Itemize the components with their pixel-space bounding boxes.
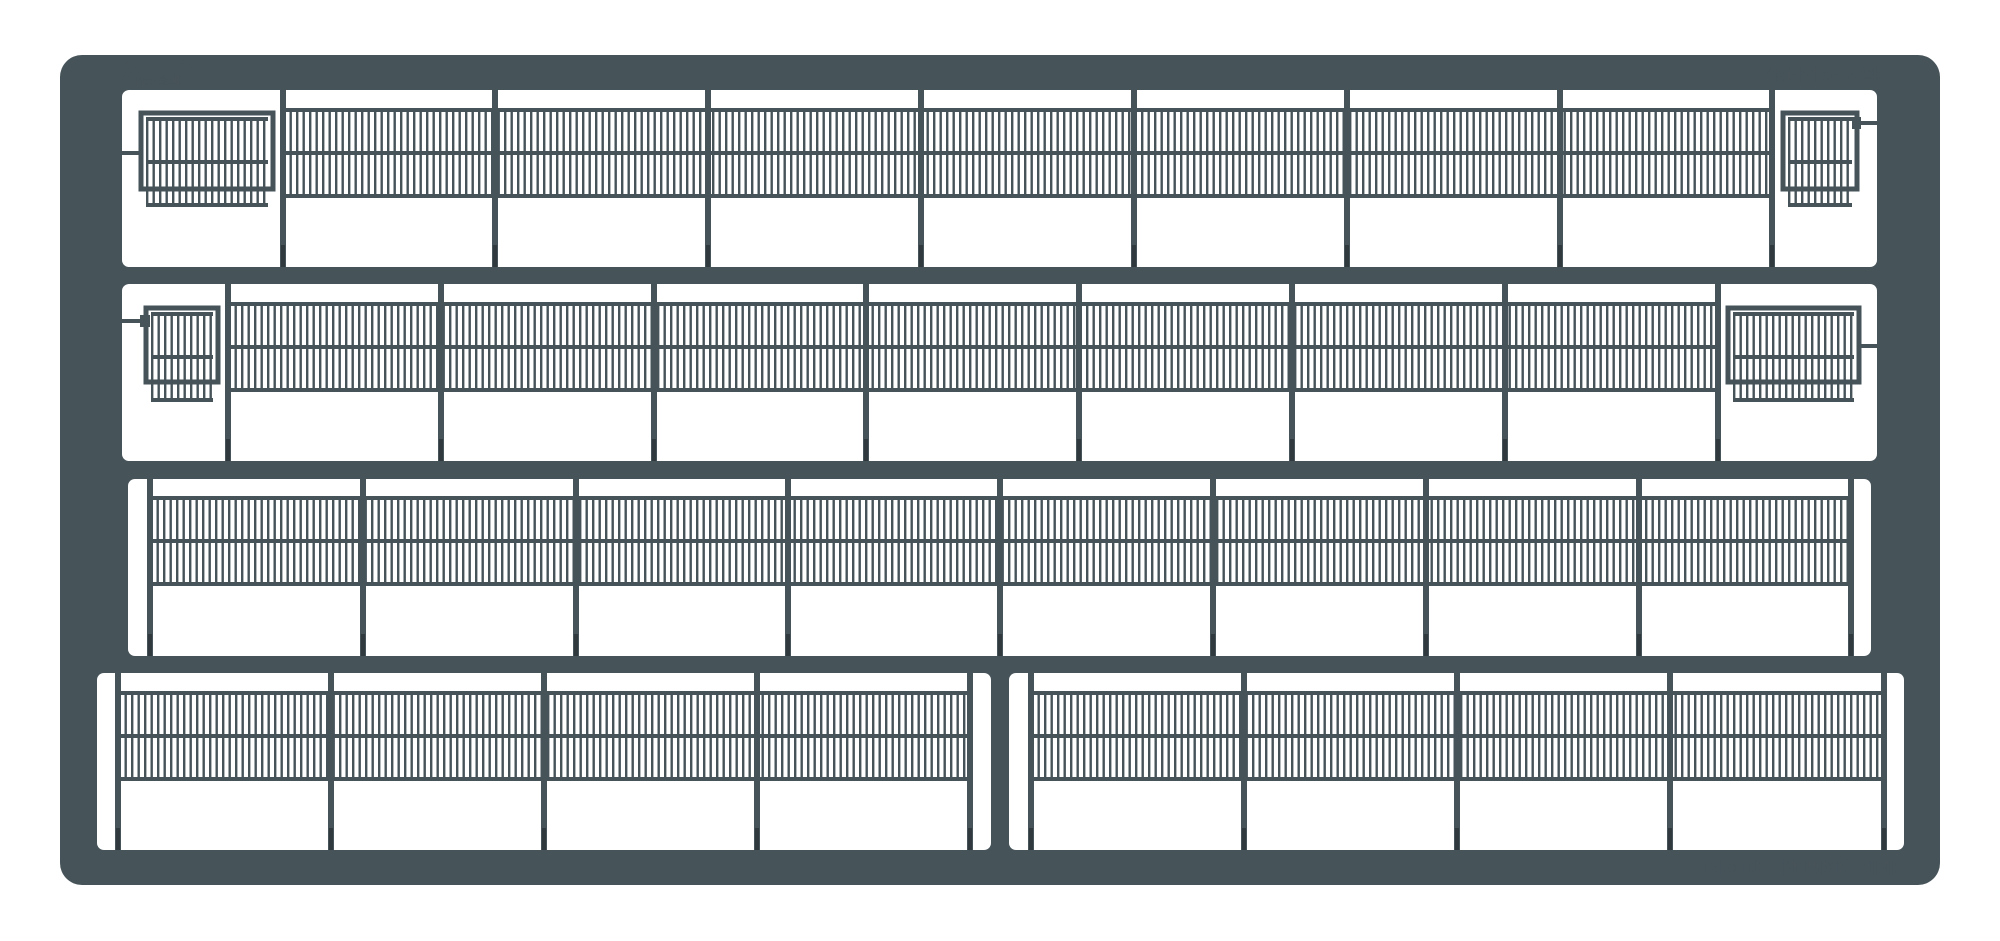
zmodell-logo-icon: Z modell <box>120 54 196 90</box>
row1-sprue-right <box>1857 121 1877 125</box>
row3-post-tip-2 <box>361 634 365 656</box>
row3-post-tip-7 <box>1424 634 1428 656</box>
row4-left-mesh <box>118 691 972 781</box>
row3-post-9 <box>1848 479 1854 656</box>
row2-post-tip-8 <box>1716 439 1720 461</box>
row2-post-4 <box>863 284 869 461</box>
row1-post-6 <box>1344 90 1350 267</box>
row4-right-post-tip-1 <box>1029 828 1033 850</box>
row2-tab-left <box>140 315 150 327</box>
row3-post-2 <box>360 479 366 656</box>
row3-post-6 <box>1210 479 1216 656</box>
row3-post-tip-8 <box>1637 634 1641 656</box>
row1-post-7 <box>1557 90 1563 267</box>
row4-left-post-3 <box>541 673 547 850</box>
row4-left-post-1 <box>115 673 121 850</box>
row2-gate-left-frame <box>143 305 221 385</box>
row2-post-1 <box>225 284 231 461</box>
row3-post-tip-9 <box>1849 634 1853 656</box>
row1-sprue-left <box>122 151 142 155</box>
row2-sprue-right <box>1859 344 1877 348</box>
row3-post-5 <box>997 479 1003 656</box>
row1-post-5 <box>1131 90 1137 267</box>
row3-post-7 <box>1423 479 1429 656</box>
row2-post-2 <box>438 284 444 461</box>
row1-post-tip-6 <box>1345 245 1349 267</box>
row2-post-7 <box>1502 284 1508 461</box>
row1-post-tip-1 <box>281 245 285 267</box>
row1-tab-right <box>1852 117 1861 129</box>
row1-post-tip-8 <box>1770 245 1774 267</box>
row3-post-8 <box>1636 479 1642 656</box>
row4-left-post-tip-3 <box>542 828 546 850</box>
row1-post-8 <box>1769 90 1775 267</box>
row2-post-tip-6 <box>1290 439 1294 461</box>
row2-post-tip-3 <box>652 439 656 461</box>
row4-right-post-tip-3 <box>1455 828 1459 850</box>
row2-post-tip-4 <box>864 439 868 461</box>
row4-right-post-4 <box>1667 673 1673 850</box>
row2-post-5 <box>1076 284 1082 461</box>
row3-post-1 <box>147 479 153 656</box>
row1-gate-right-frame <box>1780 110 1860 192</box>
row2-gate-left-mesh <box>151 312 213 402</box>
row2-post-tip-1 <box>226 439 230 461</box>
row1-post-tip-4 <box>919 245 923 267</box>
row1-post-tip-7 <box>1558 245 1562 267</box>
row3-post-tip-4 <box>786 634 790 656</box>
row1-post-tip-2 <box>493 245 497 267</box>
row2-post-8 <box>1715 284 1721 461</box>
row3-post-tip-1 <box>148 634 152 656</box>
row4-right-post-tip-2 <box>1242 828 1246 850</box>
row4-right-post-2 <box>1241 673 1247 850</box>
row4-right-post-1 <box>1028 673 1034 850</box>
row1-gate-left-mesh <box>146 117 268 207</box>
row1-post-1 <box>280 90 286 267</box>
row4-left-post-5 <box>967 673 973 850</box>
row2-sprue-left <box>122 319 146 323</box>
row1-gate-right-mesh <box>1788 117 1852 207</box>
row3-post-tip-3 <box>574 634 578 656</box>
row2-post-tip-2 <box>439 439 443 461</box>
row3-post-tip-5 <box>998 634 1002 656</box>
row4-right-post-tip-5 <box>1882 828 1886 850</box>
logo-arc-icon <box>168 60 193 87</box>
row4-right-post-5 <box>1881 673 1887 850</box>
row4-left-post-tip-1 <box>116 828 120 850</box>
logo-letter: Z <box>122 54 141 87</box>
row2-post-6 <box>1289 284 1295 461</box>
origin-label: MADE IN UKRAINE <box>1703 855 1906 880</box>
row1-post-tip-3 <box>706 245 710 267</box>
row4-right-post-3 <box>1454 673 1460 850</box>
row4-left-post-tip-5 <box>968 828 972 850</box>
row4-right-post-tip-4 <box>1668 828 1672 850</box>
row4-left-post-tip-4 <box>755 828 759 850</box>
row4-left-post-2 <box>328 673 334 850</box>
row4-left-post-tip-2 <box>329 828 333 850</box>
row2-mesh <box>228 302 1719 392</box>
row4-left-post-4 <box>754 673 760 850</box>
row1-post-3 <box>705 90 711 267</box>
row1-post-4 <box>918 90 924 267</box>
row3-post-tip-6 <box>1211 634 1215 656</box>
row3-post-3 <box>573 479 579 656</box>
row2-post-tip-5 <box>1077 439 1081 461</box>
row2-post-3 <box>651 284 657 461</box>
row1-post-tip-5 <box>1132 245 1136 267</box>
row2-post-tip-7 <box>1503 439 1507 461</box>
product-code: ZM-MS-024 <box>1758 62 1879 87</box>
row1-post-2 <box>492 90 498 267</box>
row3-post-4 <box>785 479 791 656</box>
row2-gate-right-mesh <box>1733 312 1854 402</box>
